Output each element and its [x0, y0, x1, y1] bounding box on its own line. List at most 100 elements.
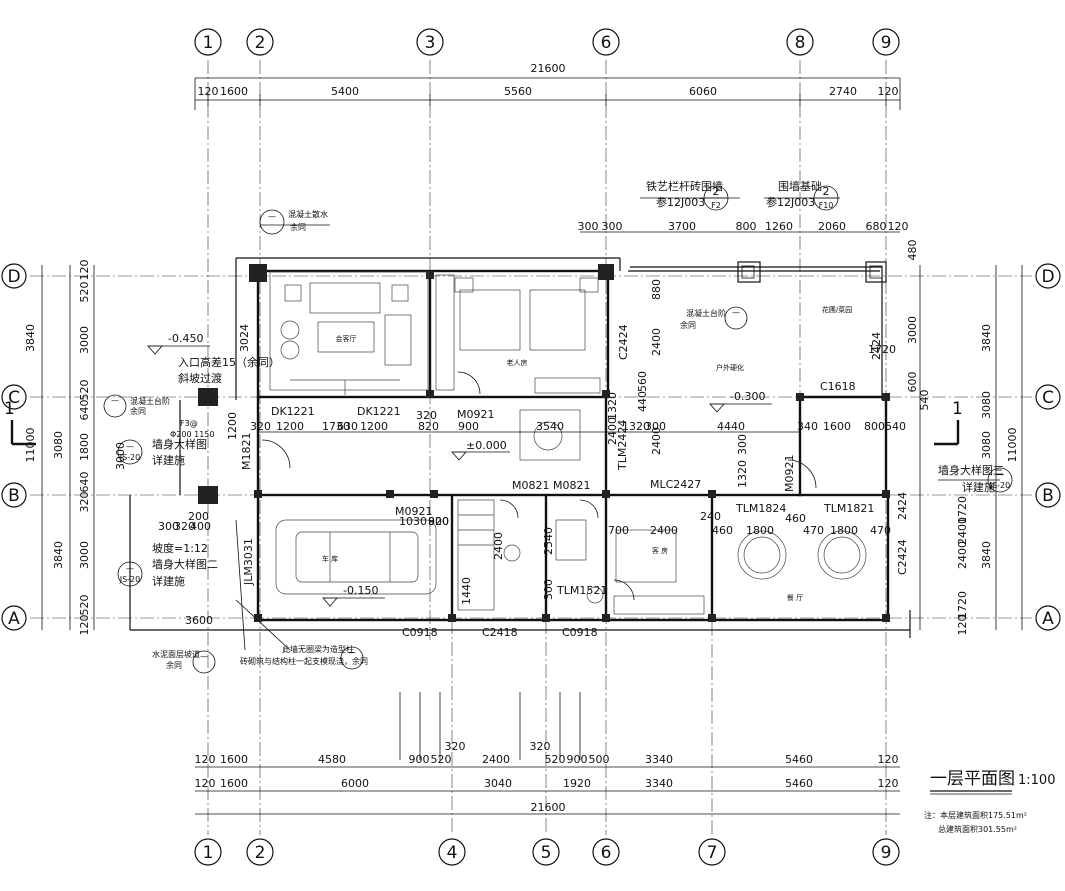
dim-b1-900b: 900: [567, 753, 588, 766]
el-main: ±0.000: [466, 439, 507, 452]
dim-li-640a: 640: [78, 400, 91, 421]
idim-340: 340: [797, 420, 818, 433]
idim-320a: 320: [250, 420, 271, 433]
dim-ri-480: 480: [906, 240, 919, 261]
plan-title: 一层平面图: [930, 769, 1015, 789]
stair-bath-fixtures: [457, 499, 604, 611]
idim-3600: 3600: [185, 614, 213, 627]
grid-left-A: A: [8, 609, 20, 629]
tag-m0921a: M0921: [457, 408, 495, 421]
dim-top-total: 21600: [531, 62, 566, 75]
grid-bottom-1: 1: [203, 843, 214, 863]
room-living: 会客厅: [336, 334, 357, 343]
annotations-left: 入口高差15（余同） 斜坡过渡 F3@ Φ200 1150 坡度=1:12 墙身…: [130, 209, 368, 670]
callout-d2-js: JS-20: [119, 575, 141, 584]
idim-1200c: 1200: [226, 412, 239, 440]
idim-820b: 820: [418, 420, 439, 433]
callout-f2: F2: [711, 201, 721, 210]
callout-bench-dash: —: [268, 212, 276, 221]
room-dining: 餐 厅: [787, 593, 803, 602]
callout-d2-dash: —: [126, 564, 134, 573]
idim-320c: 320: [174, 520, 195, 533]
dim-b1-320a: 320: [445, 740, 466, 753]
tag-tlm1824: TLM1824: [735, 502, 786, 515]
callout-left-dash: —: [126, 442, 134, 451]
idim-3540: 3540: [536, 420, 564, 433]
dim-yard-680: 680: [866, 220, 887, 233]
dim-b1-2400: 2400: [482, 753, 510, 766]
dim-ri-120: 120: [956, 615, 969, 636]
callout-step-dash: —: [111, 396, 119, 405]
idim-800: 800: [864, 420, 885, 433]
dim-b1-320b: 320: [530, 740, 551, 753]
grid-bottom-2: 2: [255, 843, 266, 863]
dim-li-520c: 520: [78, 595, 91, 616]
tag-dim-3024: 3024: [238, 324, 251, 352]
idim-2400a: 2400: [650, 328, 663, 356]
grid-bottom-6: 6: [601, 843, 612, 863]
tag-tlm1821: TLM1821: [823, 502, 874, 515]
tag-c0918a: C0918: [402, 626, 438, 639]
title-block: 一层平面图 1:100 注：本层建筑面积175.51m² 总建筑面积301.55…: [924, 769, 1055, 834]
note-bench: 混凝土散水: [288, 209, 328, 219]
idim-2400d: 2400: [956, 517, 969, 545]
grid-top-6: 6: [601, 33, 612, 53]
room-names: 会客厅 老人房 车 库 客 房 餐 厅 户外硬化 花圃/菜园: [322, 305, 852, 602]
grid-right-B: B: [1042, 486, 1054, 506]
dim-yard-300b: 300: [602, 220, 623, 233]
callout-f10: F10: [819, 201, 834, 210]
dim-li-520a: 520: [78, 282, 91, 303]
idim-630: 630: [337, 420, 358, 433]
note-rebar: Φ200 1150: [170, 430, 214, 439]
dim-b1-520b: 520: [545, 753, 566, 766]
note-step-same: 余同: [130, 406, 146, 416]
note-see-detail-left: 详建施: [152, 453, 185, 467]
idim-2400b: 2400: [650, 427, 663, 455]
idim-2424b: 2424: [896, 492, 909, 520]
dim-li-320: 320: [78, 492, 91, 513]
grid-bottom-5: 5: [541, 843, 552, 863]
idim-300b: 300: [736, 434, 749, 455]
dim-b1-5460: 5460: [785, 753, 813, 766]
tag-m1821: M1821: [240, 433, 253, 471]
dim-b2-5460: 5460: [785, 777, 813, 790]
idim-900: 900: [428, 515, 449, 528]
dim-left-3080: 3080: [52, 431, 65, 459]
note-railing: 铁艺栏杆砖围墙: [646, 179, 723, 193]
note-railing-ref: 参12J003: [656, 195, 705, 209]
grid-top-9: 9: [881, 33, 892, 53]
tag-c2418: C2418: [482, 626, 518, 639]
idim-470a: 470: [803, 524, 824, 537]
idim-300c: 300: [542, 579, 555, 600]
idim-200: 200: [188, 510, 209, 523]
tag-tlm2424: TLM2424: [616, 420, 629, 471]
grid-bubbles-bottom: 1 2 4 5 6 7 9: [194, 838, 900, 866]
dim-top-5400: 5400: [331, 85, 359, 98]
grid-right-D: D: [1041, 267, 1054, 287]
grid-top-2: 2: [255, 33, 266, 53]
idim-880: 880: [650, 279, 663, 300]
idim-470b: 470: [870, 524, 891, 537]
tag-tlm1521: TLM1521: [556, 584, 607, 597]
idim-1030: 1030: [399, 515, 427, 528]
note-wall-detail-left: 墙身大样图: [152, 437, 207, 451]
callout-d3-dash: —: [996, 470, 1004, 479]
dim-b1-120b: 120: [878, 753, 899, 766]
dim-li-3000a: 3000: [78, 326, 91, 354]
dim-b1-1600: 1600: [220, 753, 248, 766]
tag-m0921b: M0921: [395, 505, 433, 518]
note-wall-detail3: 墙身大样图三: [938, 463, 1004, 477]
dim-top-6060: 6060: [689, 85, 717, 98]
dim-b1-120a: 120: [195, 753, 216, 766]
idim-1600: 1600: [823, 420, 851, 433]
tag-mlc2427: MLC2427: [650, 478, 701, 491]
dim-li-3000b: 3000: [78, 541, 91, 569]
section-left: 1: [4, 399, 15, 419]
tag-c1618: C1618: [820, 380, 856, 393]
el-yard: -0.300: [730, 390, 765, 403]
idim-460b: 460: [785, 512, 806, 525]
callout-cement-dash: —: [200, 652, 208, 661]
dim-right-3840b: 3840: [980, 541, 993, 569]
idim-1800b: 1800: [830, 524, 858, 537]
room-garage: 车 库: [322, 554, 338, 563]
